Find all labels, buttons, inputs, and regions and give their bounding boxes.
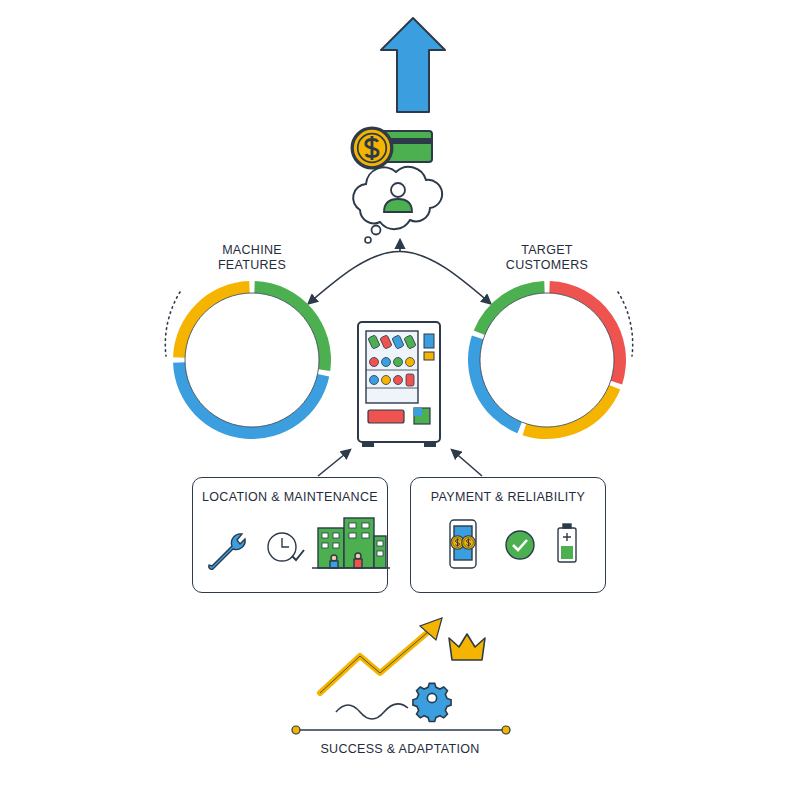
input-arrow [318,450,350,476]
payment-icons [450,520,576,568]
thought-cloud [353,167,442,243]
ring-outline [467,280,627,440]
factor-box: LOCATION & MAINTENANCE [192,477,388,593]
heading: MACHINE FEATURES [202,243,302,274]
ring-inner [480,293,614,427]
maintenance-icons [209,518,390,569]
ring-inner [185,293,319,427]
growth-arrow [381,18,445,112]
coin-icon [352,128,392,168]
footer-label: SUCCESS & ADAPTATION [320,742,479,758]
success-graphic [292,618,510,734]
heading: TARGET CUSTOMERS [497,243,597,274]
curved-connector [309,251,491,303]
up-arrow [399,240,401,252]
input-arrow [452,450,482,476]
factor-box: PAYMENT & RELIABILITY [410,477,606,593]
heading: LOCATION & MAINTENANCE [193,490,387,506]
vending-machine [358,322,440,447]
ring-outline [172,280,332,440]
feature-circle: MACHINE FEATURES [172,280,332,440]
heading: PAYMENT & RELIABILITY [411,490,605,506]
feature-circle: TARGET CUSTOMERS [467,280,627,440]
